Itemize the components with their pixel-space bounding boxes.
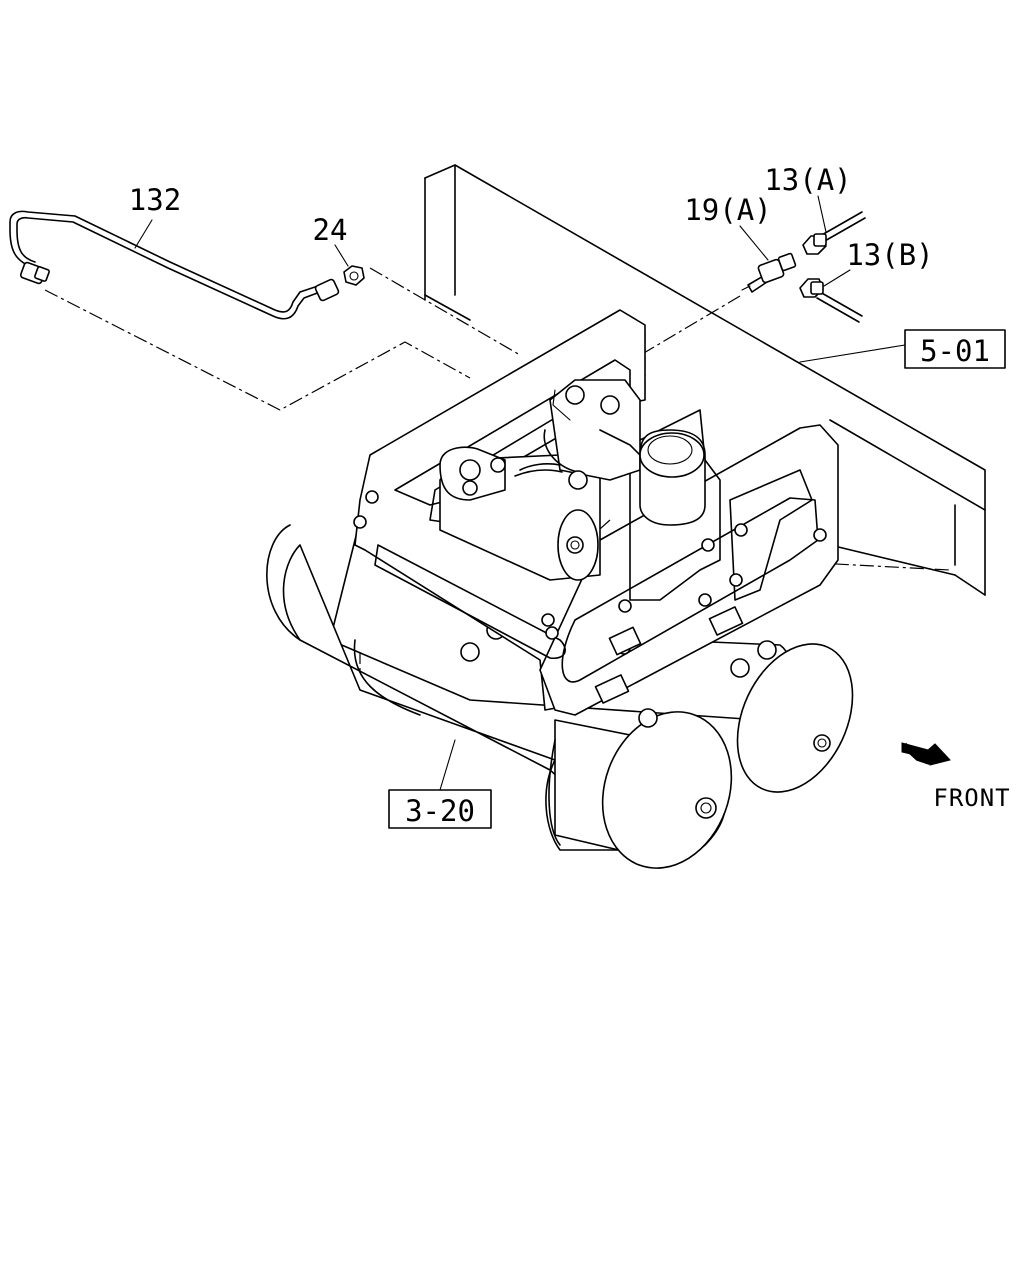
frame-rail [424,164,986,596]
hose-13a [802,211,866,255]
ref-box-5-01[interactable]: 5-01 [904,329,1006,369]
nut-24 [343,265,365,286]
ref-label-3-20: 3-20 [405,794,475,828]
ref-label-5-01: 5-01 [920,334,990,368]
callout-13a: 13(A) [764,163,851,197]
leader-lines [134,195,906,791]
front-arrow-icon [901,742,951,766]
air-pipe-132 [9,210,340,320]
air-tank-front [266,524,777,869]
front-label: FRONT [933,784,1010,812]
hose-13b [799,278,863,323]
ref-box-3-20[interactable]: 3-20 [388,789,492,829]
callout-132: 132 [129,183,181,217]
tee-fitting-19a [741,252,797,293]
callout-13b: 13(B) [846,238,933,272]
callout-19a: 19(A) [684,193,771,227]
pipe-end-fitting-right [314,278,340,302]
dryer-assembly [439,379,706,581]
pipe-end-fitting-left [19,261,50,285]
callout-24: 24 [313,213,348,247]
